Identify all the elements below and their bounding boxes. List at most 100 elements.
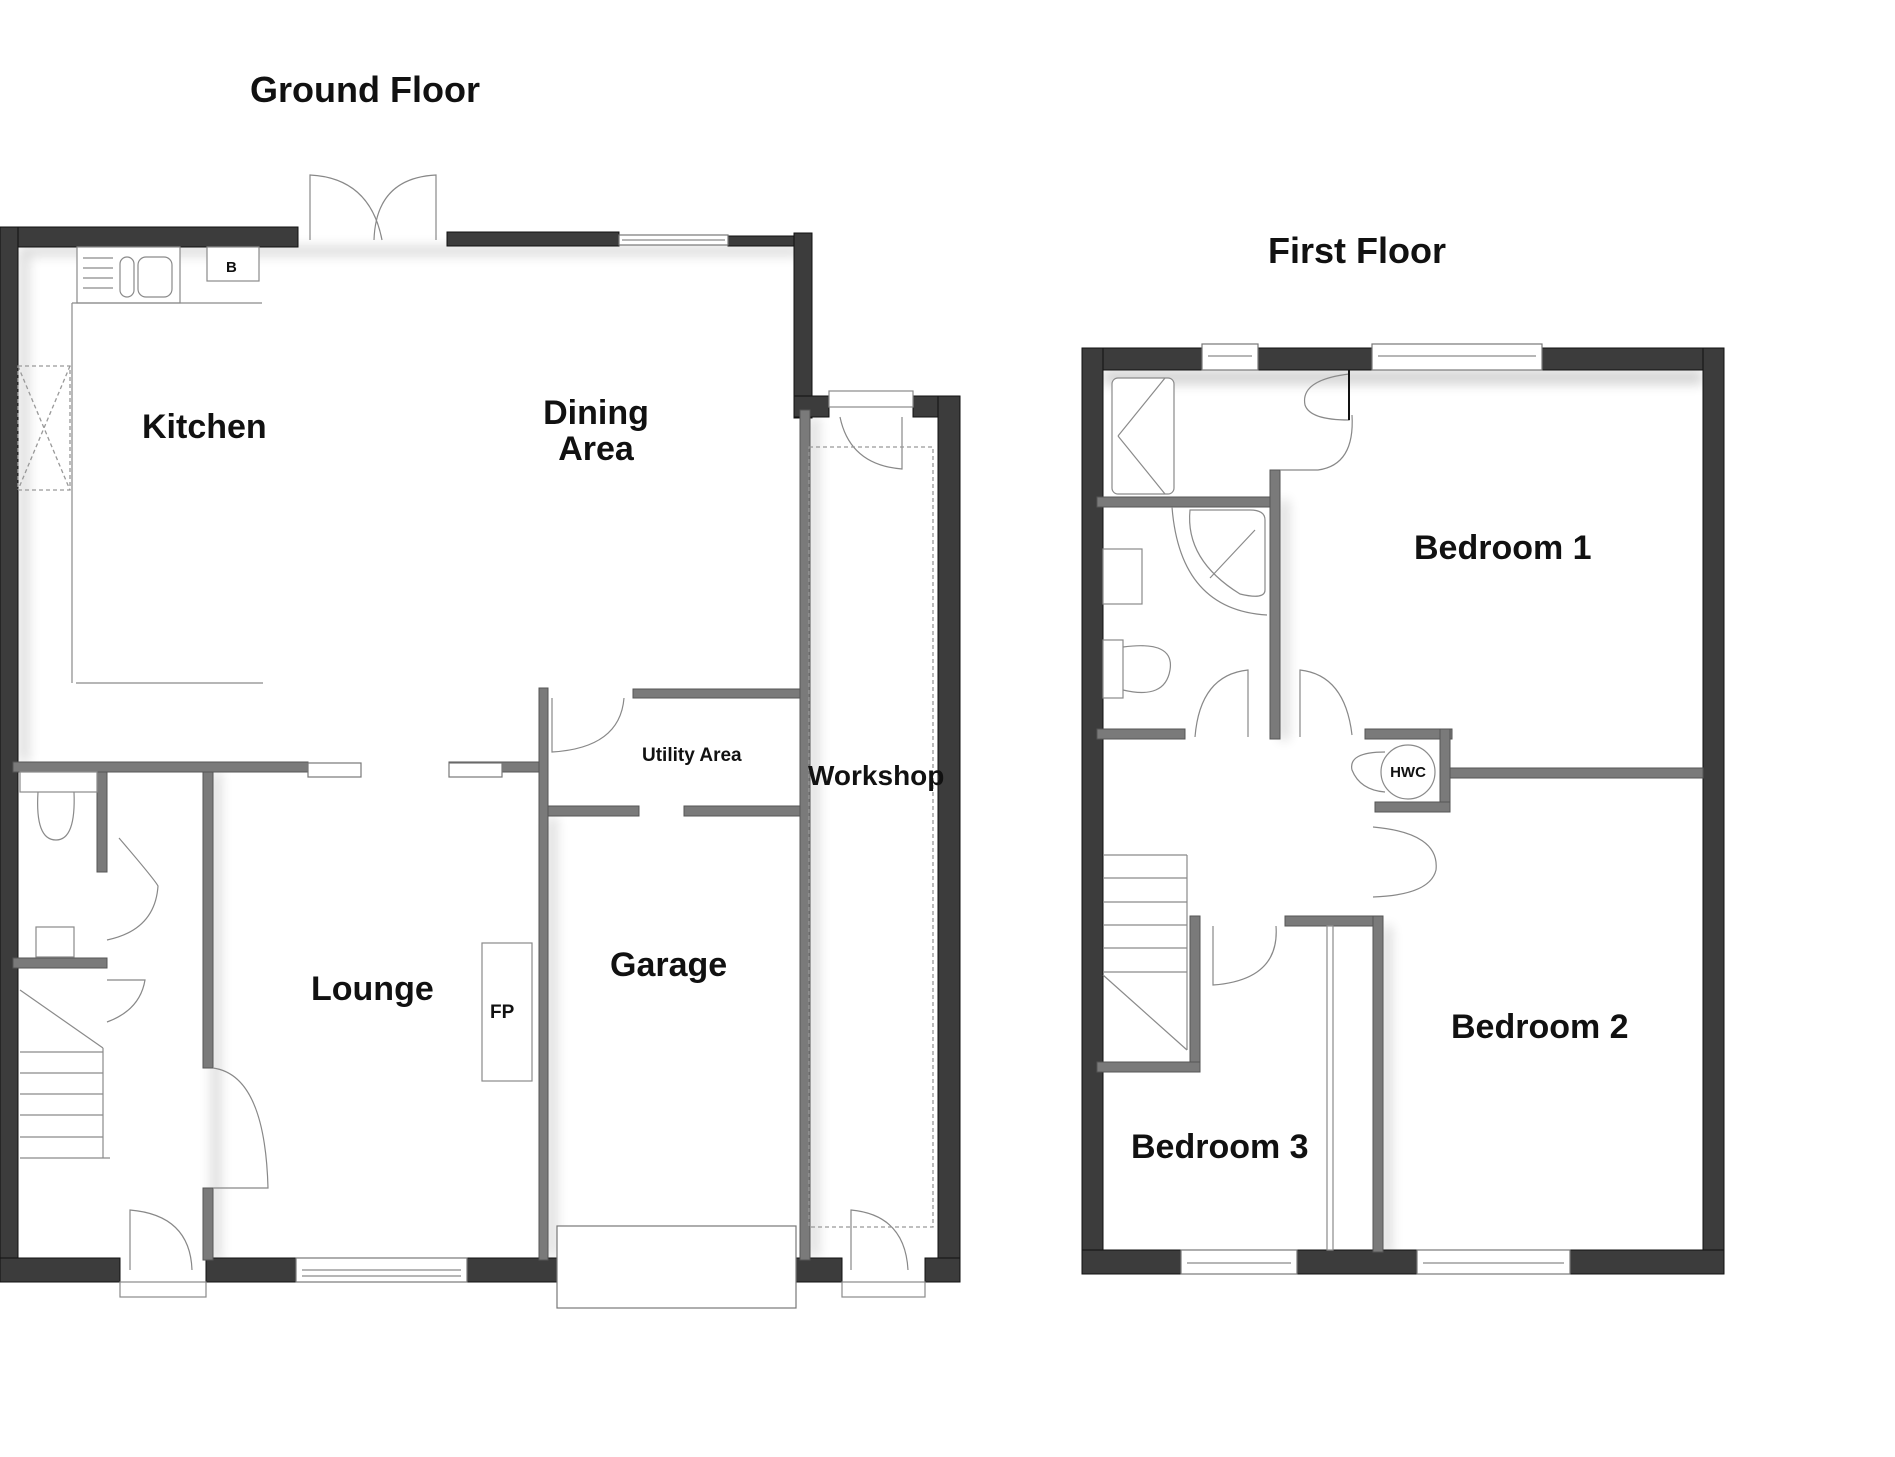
wc-door	[106, 837, 159, 941]
hwc-top-wall	[1364, 728, 1453, 740]
room-label-dining-area: Area	[558, 430, 635, 468]
bathroom-door	[1194, 669, 1249, 738]
cloak-bottom-wall	[12, 957, 108, 969]
room-label-bedroom2: Bedroom 2	[1451, 1008, 1629, 1046]
wc-toilet	[37, 791, 75, 841]
ff-bottom-wall-1	[1081, 1249, 1182, 1275]
cloak-basin	[35, 926, 75, 958]
divider-window-right	[448, 762, 503, 778]
bottom-wall-lounge-left	[205, 1257, 297, 1283]
hall-lounge-wall-lower	[202, 1187, 214, 1261]
workshop-front-door	[850, 1209, 909, 1271]
room-label-lounge: Lounge	[311, 970, 434, 1008]
bedroom3-door	[1212, 925, 1277, 986]
garage-door	[556, 1225, 797, 1309]
bedroom1-window	[1371, 343, 1543, 371]
workshop-door-step	[841, 1281, 926, 1298]
drainer	[119, 256, 135, 298]
fireplace-label: FP	[490, 1002, 515, 1023]
corner-shower	[1188, 509, 1266, 597]
bedroom3-top-wall	[1284, 915, 1384, 927]
en-suite-fittings	[1111, 370, 1353, 495]
ground-doors	[106, 174, 926, 1298]
lounge-door	[212, 1067, 269, 1189]
first-floor: First Floor	[1081, 230, 1725, 1275]
bathroom-bottom-wall	[1096, 728, 1186, 740]
utility-door	[551, 697, 625, 753]
first-external-walls	[1081, 347, 1725, 1275]
bath-basin	[1102, 548, 1143, 605]
bedroom2-window	[1416, 1249, 1571, 1275]
ground-windows	[295, 234, 797, 1309]
hot-water-cylinder: HWC	[1351, 744, 1436, 800]
room-label-kitchen: Kitchen	[142, 408, 267, 446]
ground-external-walls	[0, 226, 961, 1283]
staircase	[19, 989, 110, 1159]
bathroom-fittings	[1102, 506, 1353, 738]
kitchen-top-wall	[0, 226, 299, 248]
ff-top-wall-2	[1257, 347, 1373, 371]
ff-bottom-wall-2	[1296, 1249, 1418, 1275]
bath-tub	[1111, 377, 1175, 495]
left-outer-wall	[0, 226, 19, 1283]
ff-left-wall	[1081, 347, 1104, 1275]
wall-shadows-first	[1103, 370, 1703, 1256]
en-suite-door	[1280, 414, 1353, 471]
dining-right-wall	[793, 232, 813, 419]
hwc-circle	[1380, 744, 1436, 800]
room-label-garage: Garage	[610, 946, 727, 984]
utility-garage-wall-right	[683, 805, 811, 817]
utility-garage-wall-left	[547, 805, 640, 817]
bedroom1-bedroom2-wall	[1449, 767, 1704, 779]
kitchen-lounge-divider-left	[12, 761, 309, 773]
ground-internal-walls	[12, 409, 811, 1261]
french-door-right	[373, 174, 437, 241]
dining-top-wall-left	[446, 231, 620, 247]
utility-top-wall	[632, 688, 811, 699]
fireplace	[481, 942, 533, 1082]
kitchen-fittings: B	[17, 246, 263, 684]
workshop-bench-outline	[808, 446, 934, 1228]
cooker-space	[17, 365, 71, 491]
workshop-top-wall-left	[793, 395, 830, 418]
hall-lounge-wall-upper	[202, 771, 214, 1069]
divider-window-left	[307, 762, 362, 778]
room-label-bedroom1: Bedroom 1	[1414, 529, 1592, 567]
en-suite-bottom-wall	[1096, 496, 1278, 508]
first-windows	[1180, 343, 1571, 1275]
wardrobe-doors	[1326, 925, 1334, 1251]
workshop-back-step	[828, 390, 914, 408]
bedroom3-window	[1180, 1249, 1298, 1275]
bathroom-window	[1201, 343, 1259, 371]
front-door	[129, 1209, 193, 1271]
first-floor-title: First Floor	[1268, 230, 1446, 271]
bottom-wall-workshop-right	[924, 1257, 961, 1283]
workshop-back-door	[839, 416, 903, 470]
hall-fittings	[19, 771, 110, 1159]
bottom-wall-hall	[0, 1257, 121, 1283]
utility-garage-left-wall	[538, 687, 549, 1261]
wc-right-wall	[96, 771, 108, 873]
bath-wc-cistern	[1102, 639, 1124, 699]
french-door-left	[309, 174, 383, 241]
boiler-label: B	[226, 259, 237, 276]
ground-floor-title: Ground Floor	[250, 69, 480, 110]
stair-bottom-wall	[1096, 1061, 1201, 1073]
hwc-right-wall	[1439, 728, 1451, 813]
room-label-dining: Dining	[543, 394, 649, 432]
hwc-bottom-wall	[1374, 801, 1451, 813]
boiler-box	[206, 246, 260, 282]
wc-cistern	[19, 771, 98, 793]
stair-right-wall	[1189, 915, 1201, 1072]
ground-floor: Ground Floor	[0, 69, 961, 1309]
room-label-bedroom3: Bedroom 3	[1131, 1128, 1309, 1166]
bottom-wall-garage-right	[795, 1257, 843, 1283]
hwc-door	[1351, 751, 1386, 793]
workshop-right-wall	[937, 395, 961, 1283]
bedroom2-door	[1372, 826, 1437, 898]
ff-bottom-wall-3	[1569, 1249, 1725, 1275]
workshop-left-wall	[799, 409, 811, 1261]
wall-shadows	[20, 247, 818, 1262]
ff-top-wall-3	[1541, 347, 1725, 371]
